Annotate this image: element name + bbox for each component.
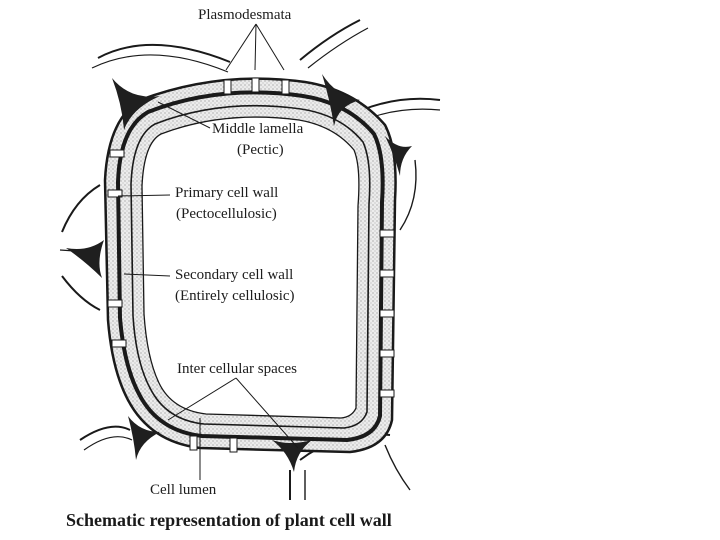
primary-wall-note: (Pectocellulosic) (176, 206, 277, 222)
leader-lines (117, 23, 299, 480)
plasmodesmata-label: Plasmodesmata (198, 7, 292, 23)
plasmodesmata-marks (107, 77, 395, 453)
figure-caption: Schematic representation of plant cell w… (66, 510, 392, 530)
primary-wall-label: Primary cell wall (175, 185, 279, 201)
secondary-wall-note: (Entirely cellulosic) (175, 288, 295, 304)
intercellular-space-shapes (66, 74, 412, 472)
intercellular-spaces-label: Inter cellular spaces (177, 361, 297, 377)
secondary-wall-label: Secondary cell wall (175, 267, 294, 283)
middle-lamella-label: Middle lamella (212, 121, 304, 137)
middle-lamella-note: (Pectic) (237, 142, 284, 158)
main-cell-wall (103, 77, 397, 454)
cell-lumen-label: Cell lumen (150, 482, 217, 498)
